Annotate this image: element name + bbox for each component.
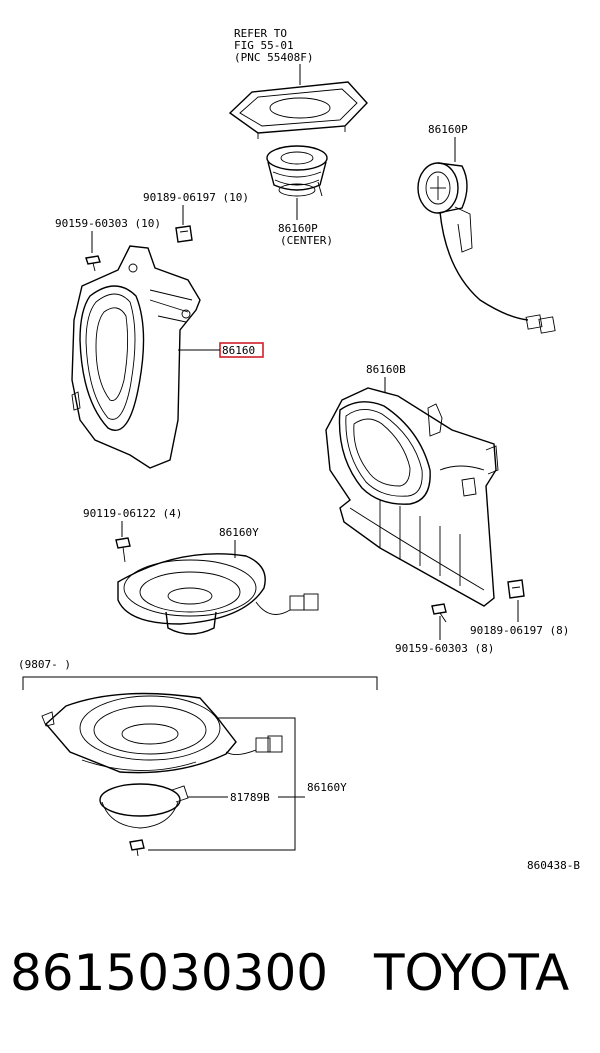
speaker-bracket-drawing: [325, 387, 499, 607]
label-center-note: (CENTER): [280, 234, 333, 247]
speaker-housing-drawing: [71, 245, 201, 469]
screw-right-drawing: [431, 603, 447, 623]
figure-code: 860438-B: [527, 859, 580, 872]
label-90159-top: 90159-60303 (10): [55, 217, 161, 230]
refer-line-1: REFER TO: [234, 27, 287, 40]
label-date-range: (9807- ): [18, 658, 71, 671]
label-81789b: 81789B: [230, 791, 270, 804]
label-86160b: 86160B: [366, 363, 406, 376]
brand-name: TOYOTA: [373, 944, 569, 1002]
screw-drawing: [85, 255, 101, 272]
label-86160p-center: 86160P: [278, 222, 318, 235]
small-screw-drawing: [129, 839, 145, 857]
label-86160y-middle: 86160Y: [219, 526, 259, 539]
clip-nut-right-drawing: [507, 579, 525, 599]
speaker-cone-cover-drawing: [99, 783, 189, 829]
bottom-speaker-drawing: [41, 692, 283, 774]
part-number: 8615030300: [10, 944, 328, 1002]
label-90189-right: 90189-06197 (8): [470, 624, 569, 637]
center-speaker-drawing: [266, 145, 328, 197]
tweeter-drawing: [417, 162, 556, 334]
label-86160-highlighted: 86160: [222, 344, 255, 357]
label-90189-top: 90189-06197 (10): [143, 191, 249, 204]
door-speaker-drawing: [117, 553, 319, 635]
label-86160y-bottom: 86160Y: [307, 781, 347, 794]
refer-line-3: (PNC 55408F): [234, 51, 313, 64]
refer-line-2: FIG 55-01: [234, 39, 294, 52]
label-86160p-tweeter: 86160P: [428, 123, 468, 136]
bolt-drawing: [115, 537, 131, 563]
label-90159-right: 90159-60303 (8): [395, 642, 494, 655]
dash-bezel-drawing: [228, 81, 368, 139]
clip-nut-drawing: [175, 225, 193, 243]
label-90119: 90119-06122 (4): [83, 507, 182, 520]
